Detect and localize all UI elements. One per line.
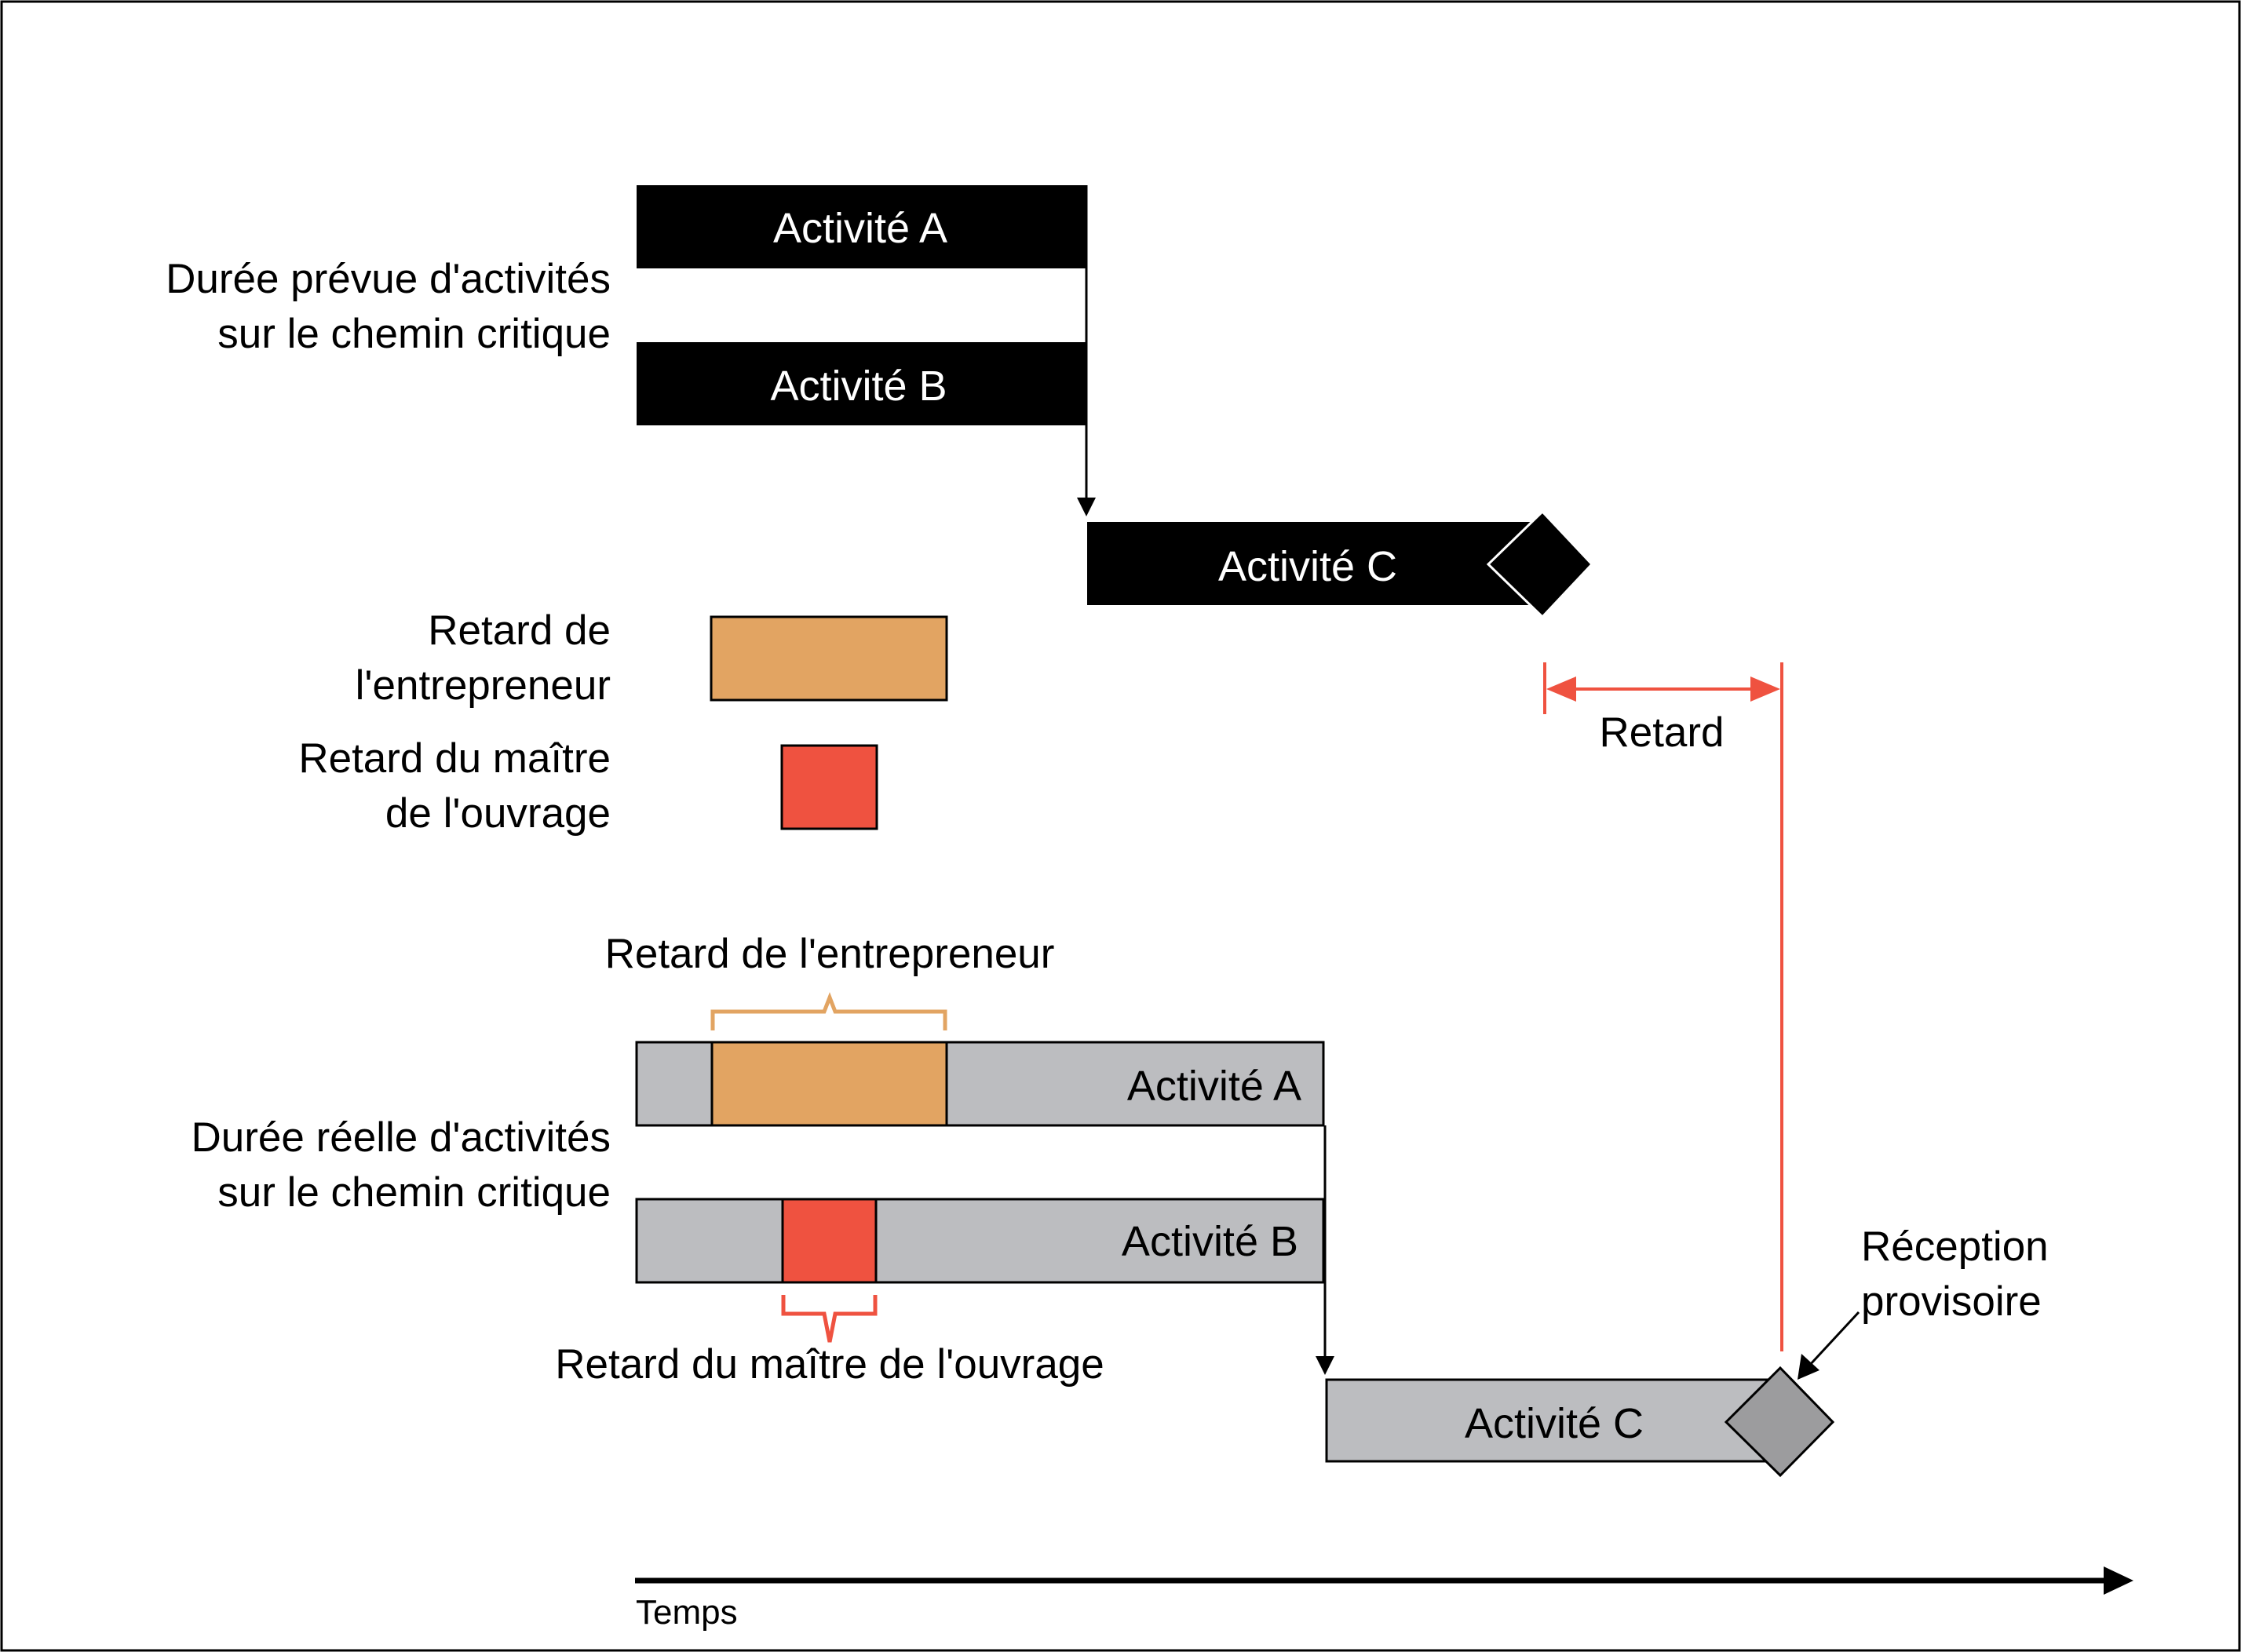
- legend-contractor-line1: Retard de: [428, 607, 611, 654]
- planned-activity-a-bar: [637, 185, 1086, 268]
- legend-owner-line1: Retard du maître: [298, 735, 611, 782]
- actual-activity-c-bar: [1325, 1378, 1783, 1463]
- actual-milestone-diamond: [1724, 1366, 1835, 1478]
- planned-milestone-diamond: [1486, 509, 1594, 619]
- legend-contractor-line2: l'entrepreneur: [356, 662, 611, 709]
- actual-activity-b-bar: [635, 1198, 1325, 1284]
- legend-owner-line2: de l'ouvrage: [385, 790, 611, 837]
- actual-activity-a-contractor-delay: [710, 1041, 948, 1127]
- reception-label-line2: provisoire: [1861, 1278, 2042, 1325]
- actual-label-line2: sur le chemin critique: [217, 1169, 611, 1216]
- planned-dependency-arrowhead: [1077, 498, 1096, 516]
- actual-label-line1: Durée réelle d'activités: [192, 1114, 611, 1161]
- contractor-delay-brace: [710, 992, 947, 1030]
- owner-delay-annotation: Retard du maître de l'ouvrage: [555, 1341, 1104, 1388]
- planned-label-line1: Durée prévue d'activités: [166, 256, 611, 302]
- contractor-delay-annotation: Retard de l'entrepreneur: [605, 931, 1055, 977]
- actual-dependency-arrowhead: [1316, 1356, 1334, 1375]
- planned-activity-c-label: Activité C: [1218, 543, 1397, 590]
- reception-label-line1: Réception: [1861, 1224, 2049, 1270]
- owner-delay-brace: [781, 1295, 878, 1343]
- actual-activity-a-label: Activité A: [1127, 1063, 1301, 1110]
- reception-pointer-arrowhead: [1798, 1354, 1819, 1380]
- delay-arrowhead-right: [1750, 676, 1780, 702]
- time-axis-arrowhead: [2104, 1566, 2133, 1595]
- actual-activity-b-owner-delay: [781, 1198, 878, 1284]
- delay-label: Retard: [1599, 709, 1724, 756]
- actual-activity-c-label: Activité C: [1465, 1400, 1644, 1447]
- time-axis-label: Temps: [636, 1593, 738, 1632]
- planned-activity-b-label: Activité B: [770, 363, 947, 410]
- delay-arrowhead-left: [1546, 676, 1576, 702]
- legend-owner-swatch: [780, 744, 878, 830]
- planned-activity-c-bar: [1087, 522, 1544, 605]
- planned-label-line2: sur le chemin critique: [217, 311, 611, 357]
- actual-activity-b-label: Activité B: [1122, 1218, 1298, 1265]
- legend-contractor-swatch: [710, 615, 948, 702]
- planned-activity-b-bar: [637, 342, 1086, 425]
- planned-activity-a-label: Activité A: [773, 205, 947, 252]
- reception-pointer-line: [1808, 1311, 1860, 1367]
